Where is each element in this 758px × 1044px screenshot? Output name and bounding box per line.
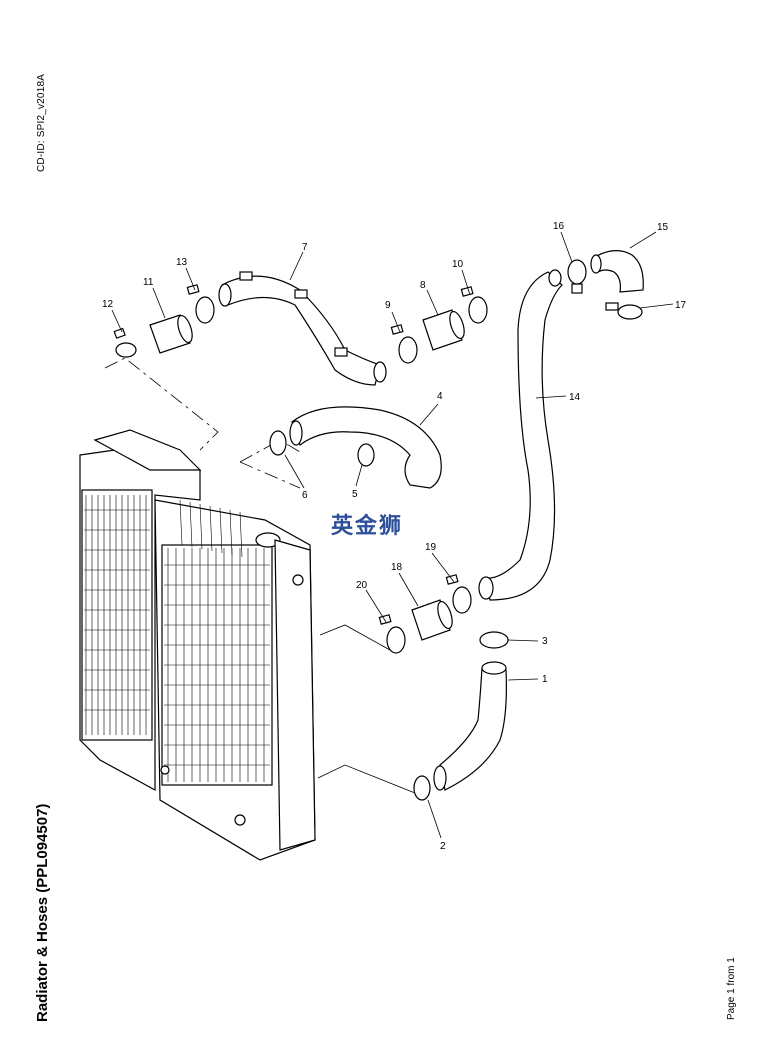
part-clamp-5 <box>357 443 375 467</box>
part-clamp-16 <box>567 259 587 294</box>
callout-4: 4 <box>437 391 443 402</box>
callout-12: 12 <box>102 299 114 310</box>
callout-13: 13 <box>176 257 188 268</box>
callout-2: 2 <box>440 841 446 852</box>
callout-16: 16 <box>553 221 565 232</box>
part-clamp-10 <box>460 286 488 324</box>
callout-9: 9 <box>385 300 391 311</box>
callout-20: 20 <box>356 580 368 591</box>
part-hose-14 <box>478 269 563 601</box>
part-clamp-13 <box>186 284 215 324</box>
part-hose-1 <box>433 661 507 791</box>
callout-19: 19 <box>425 542 437 553</box>
part-clamp-12 <box>113 327 137 358</box>
part-clamp-3 <box>479 631 509 649</box>
part-clamp-6 <box>269 430 287 456</box>
callout-17: 17 <box>675 300 687 311</box>
part-sleeve-8 <box>422 309 465 351</box>
part-clamp-19 <box>445 574 472 614</box>
part-sleeve-18 <box>411 599 453 641</box>
callout-8: 8 <box>420 280 426 291</box>
radiator-assembly <box>79 429 316 861</box>
part-clamp-9 <box>390 324 418 364</box>
callout-1: 1 <box>542 674 548 685</box>
part-hose-7 <box>218 271 387 386</box>
part-hose-4 <box>289 406 442 489</box>
part-elbow-15 <box>590 250 644 293</box>
watermark-logo: 英金狮 <box>331 514 404 539</box>
callout-6: 6 <box>302 490 308 501</box>
part-sleeve-11 <box>149 314 193 354</box>
callout-labels: 1 2 3 4 5 6 7 8 9 10 11 12 13 14 15 16 1… <box>102 221 687 852</box>
callout-10: 10 <box>452 259 464 270</box>
part-clamp-17 <box>605 302 643 320</box>
callout-3: 3 <box>542 636 548 647</box>
callout-15: 15 <box>657 222 669 233</box>
part-clamp-20 <box>378 614 406 654</box>
callout-11: 11 <box>143 277 154 288</box>
callout-18: 18 <box>391 562 403 573</box>
leader-lines <box>104 357 421 796</box>
callout-5: 5 <box>352 489 358 500</box>
callout-14: 14 <box>569 392 581 403</box>
callout-leaders <box>111 231 674 839</box>
part-clamp-2 <box>413 775 431 801</box>
callout-7: 7 <box>302 242 308 253</box>
